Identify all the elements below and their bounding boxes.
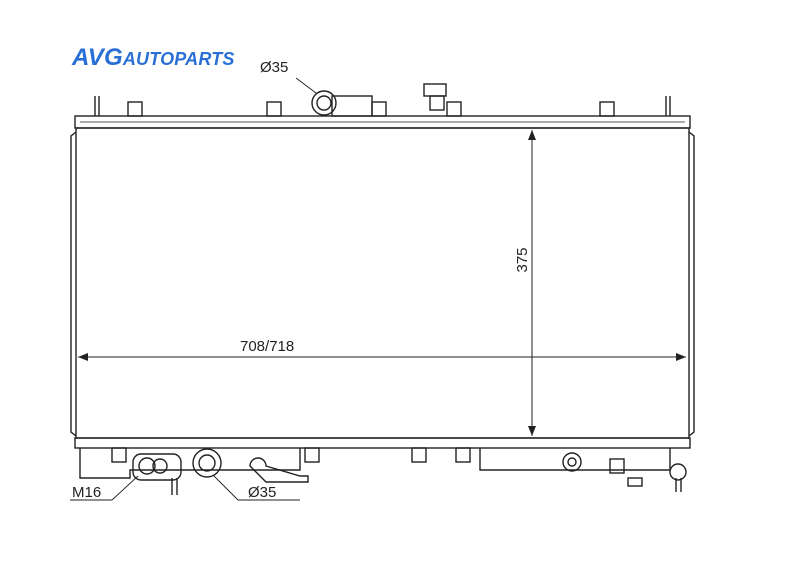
cap-top-diameter-label: Ø35 — [260, 59, 288, 76]
logo-autoparts: AUTOPARTS — [122, 49, 235, 69]
bottom-outlet-pipe — [192, 448, 222, 478]
width-dimension-label: 708/718 — [240, 338, 294, 355]
right-side-tank — [688, 131, 695, 437]
bottom-clip — [411, 447, 427, 463]
left-side-tank — [70, 131, 77, 437]
hose-fitting — [249, 457, 309, 483]
brand-logo: AVGAUTOPARTS — [72, 44, 235, 72]
top-clip — [371, 101, 387, 117]
height-dimension-label: 375 — [514, 247, 531, 272]
bottom-clip — [304, 447, 320, 463]
top-clip — [266, 101, 282, 117]
cooler-fitting — [562, 452, 582, 472]
top-clip — [127, 101, 143, 117]
filler-cap — [423, 83, 447, 97]
cap-bottom-diameter-label: Ø35 — [248, 484, 276, 501]
top-clip — [446, 101, 462, 117]
top-clip — [599, 101, 615, 117]
bottom-clip — [111, 447, 127, 463]
top-inlet-pipe — [311, 90, 337, 116]
logo-avg: AVG — [72, 44, 123, 71]
thread-size-label: M16 — [72, 484, 101, 501]
bottom-tank — [74, 437, 691, 449]
bottom-clip — [455, 447, 471, 463]
bottom-bracket — [79, 448, 301, 479]
radiator-core — [75, 127, 690, 439]
bottom-clip — [609, 458, 625, 474]
drain-fitting-m16 — [132, 453, 182, 481]
